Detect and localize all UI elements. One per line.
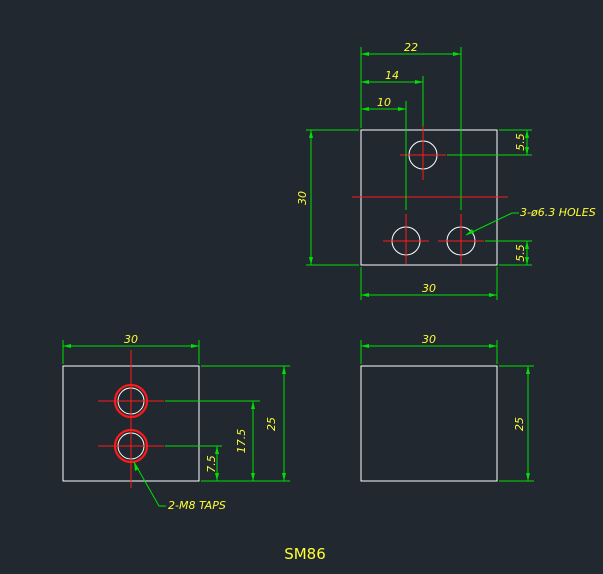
dim-top-5-5: 5.5: [514, 133, 527, 151]
front-dim-7-5: 7.5: [205, 455, 218, 473]
front-view-dimension-lines: [63, 344, 286, 507]
top-view: 22 14 10 30 5.5 5.5 30 3-ø6.3 HOLES: [296, 41, 596, 300]
dim-10: 10: [377, 96, 391, 109]
side-dim-width-30: 30: [422, 333, 436, 346]
dim-width-30: 30: [422, 282, 436, 295]
drawing-title: SM86: [284, 545, 326, 563]
front-view: 30 25 17.5 7.5 2-M8 TAPS: [62, 333, 290, 512]
dim-overall-22: 22: [404, 41, 418, 54]
side-view: 30 25: [360, 333, 534, 482]
front-dim-width-30: 30: [124, 333, 138, 346]
top-view-extension-lines: [306, 47, 532, 300]
front-dim-height-25: 25: [265, 417, 278, 431]
side-dim-height-25: 25: [513, 417, 526, 431]
dim-bottom-5-5: 5.5: [514, 244, 527, 262]
dim-height-30: 30: [296, 191, 309, 205]
holes-note: 3-ø6.3 HOLES: [520, 206, 596, 219]
front-view-extension-lines: [62, 340, 290, 482]
top-view-dimension-lines: [309, 52, 529, 297]
side-view-dimension-lines: [361, 344, 530, 481]
front-dim-17-5: 17.5: [235, 429, 248, 454]
side-view-outline: [360, 365, 498, 482]
dim-14: 14: [385, 69, 399, 82]
front-view-centerlines: [98, 350, 164, 488]
taps-note: 2-M8 TAPS: [168, 499, 226, 512]
top-view-centerlines: [352, 126, 508, 264]
side-view-extension-lines: [360, 340, 534, 482]
